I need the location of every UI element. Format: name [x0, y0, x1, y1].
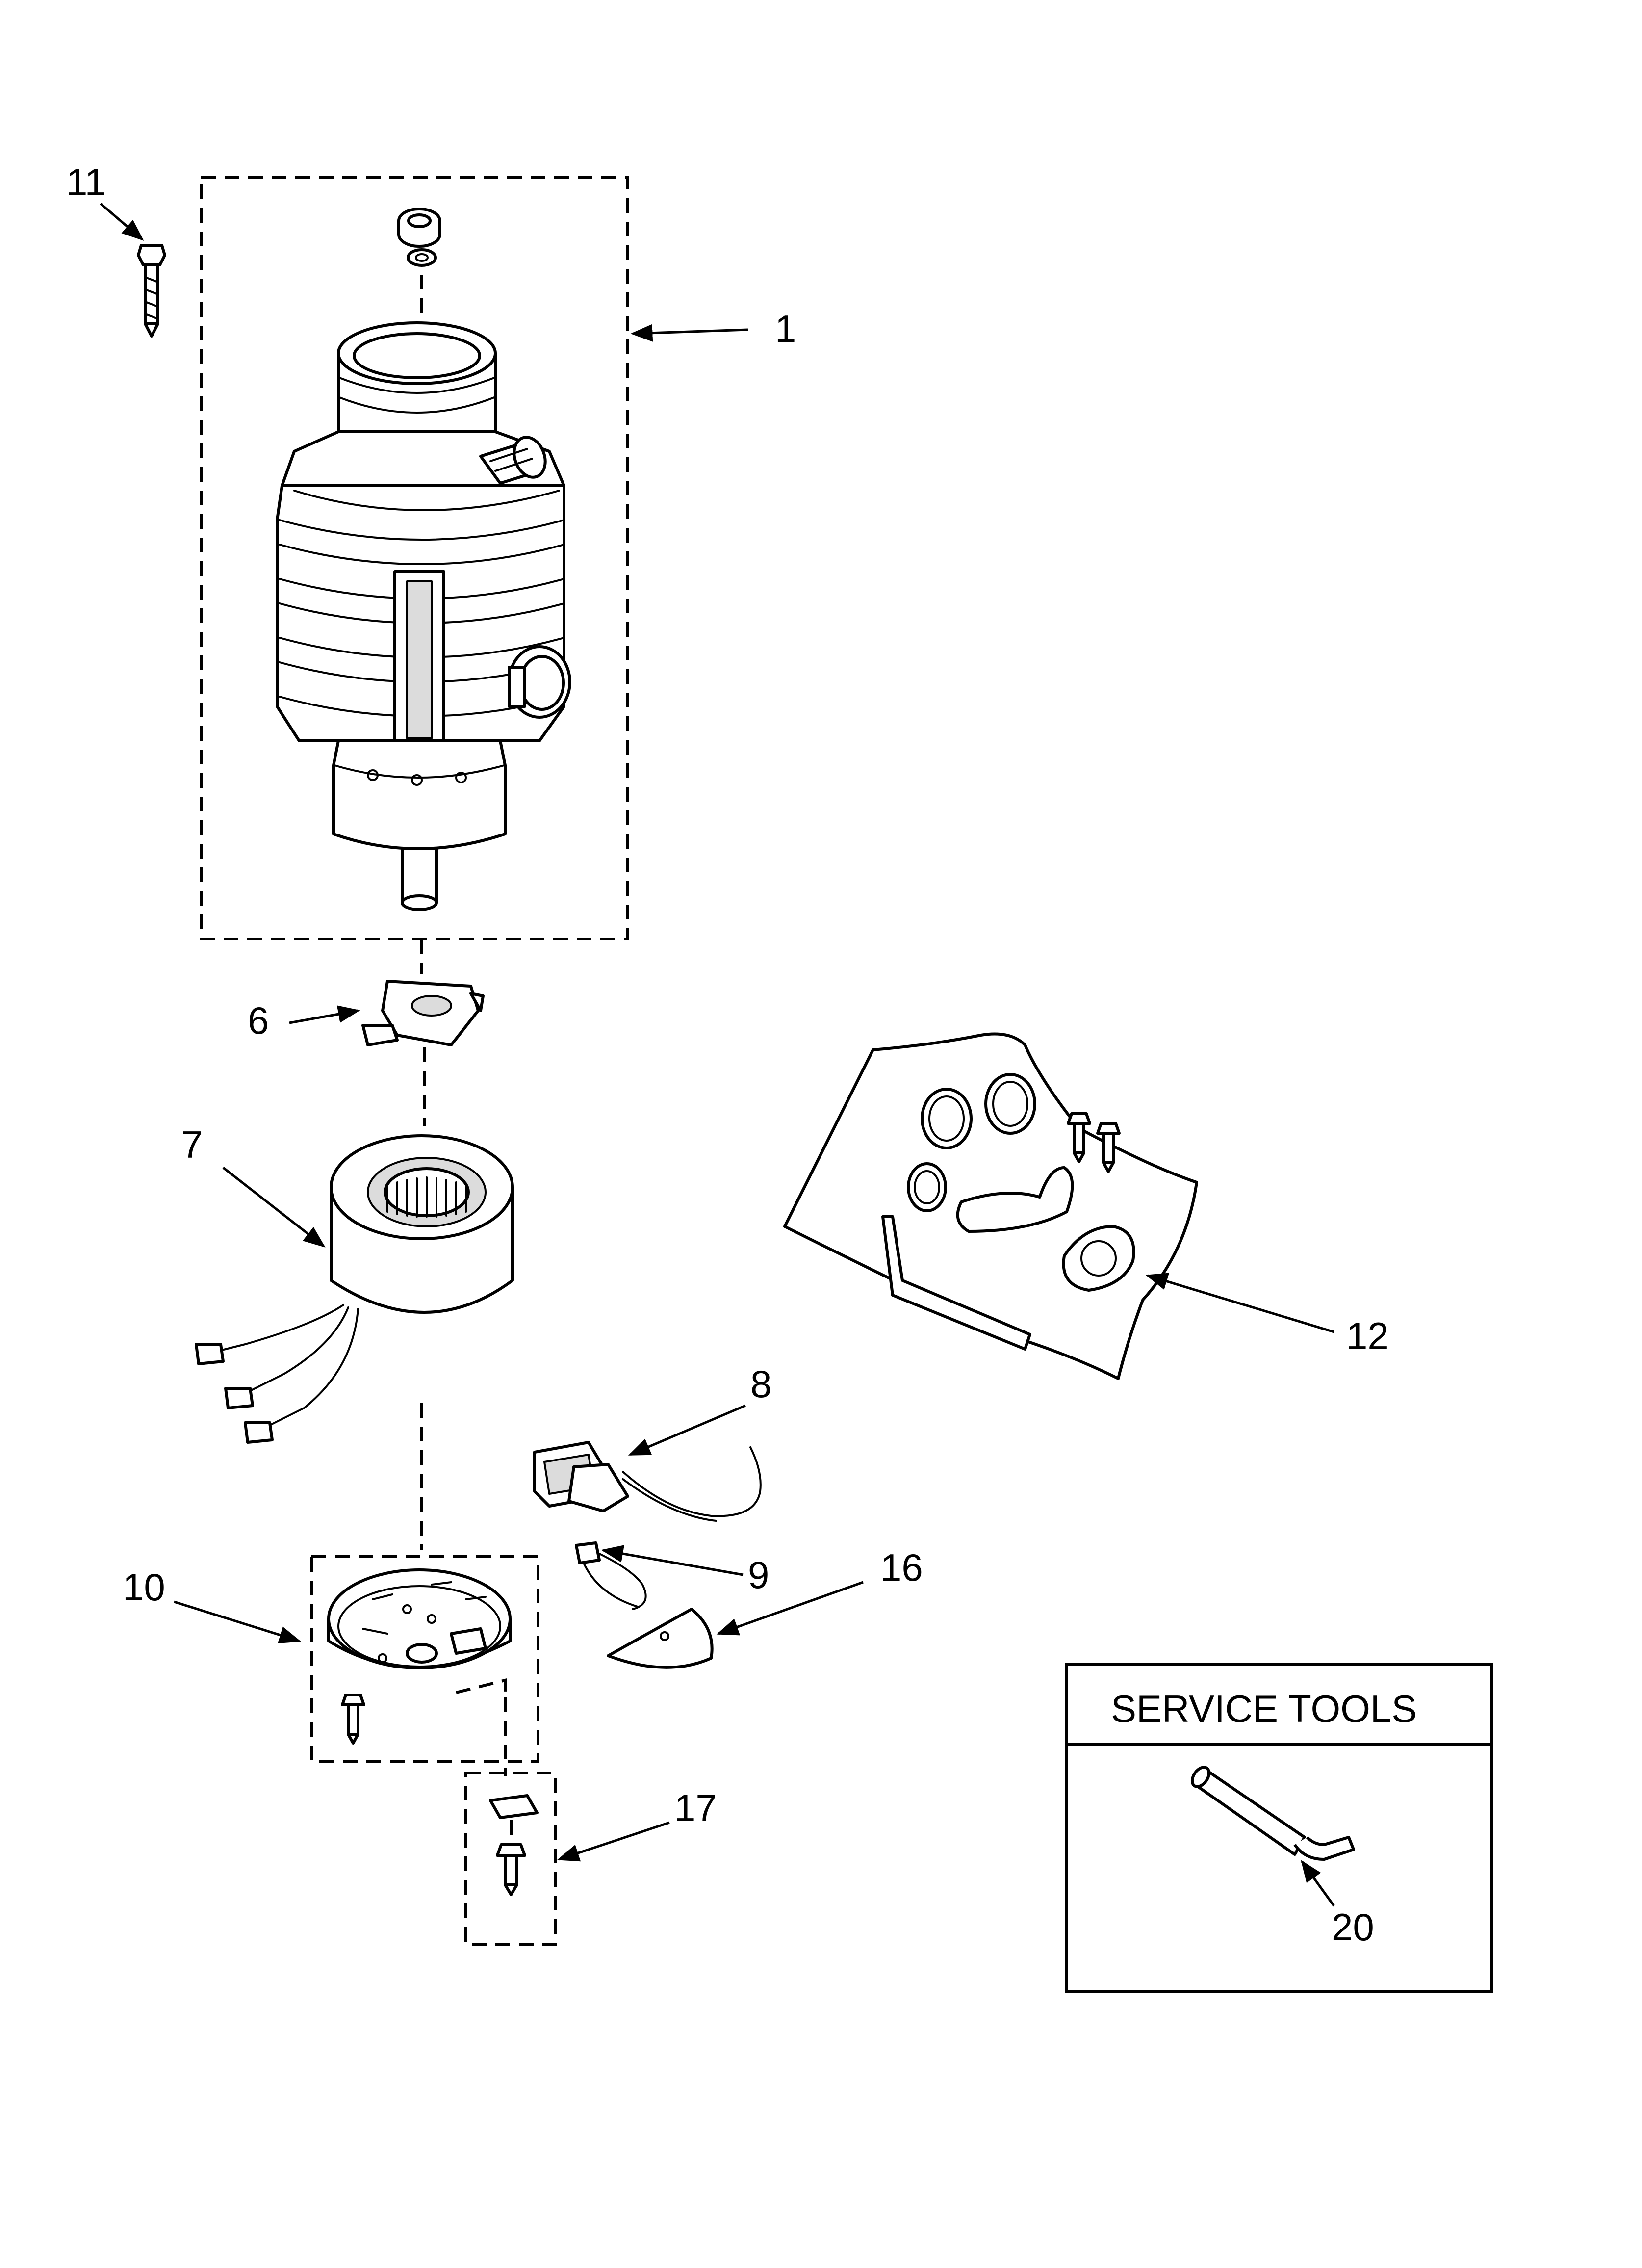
callout-12: 12 — [1145, 1273, 1389, 1357]
bag-screw-b — [1096, 1122, 1121, 1173]
callout-20: 20 — [1301, 1860, 1374, 1949]
callout-16: 16 — [716, 1546, 923, 1636]
callout-16-label: 16 — [880, 1546, 923, 1589]
callout-1: 1 — [630, 307, 796, 350]
part-1-grind-chamber[interactable] — [276, 208, 571, 911]
service-tools-panel: SERVICE TOOLS 20 — [1065, 1663, 1493, 1993]
callout-10: 10 — [123, 1565, 302, 1644]
part-17-assembly-box — [464, 1772, 557, 1946]
part-16-baffle[interactable] — [607, 1608, 714, 1669]
callout-8: 8 — [628, 1362, 771, 1456]
callout-20-label: 20 — [1332, 1905, 1374, 1949]
callout-6: 6 — [248, 999, 360, 1042]
part-17-pad-and-screw[interactable] — [489, 1794, 539, 1896]
part-10-assembly-box — [310, 1555, 539, 1763]
callout-11: 11 — [66, 160, 144, 241]
callout-12-label: 12 — [1346, 1314, 1389, 1357]
callout-7: 7 — [181, 1123, 326, 1248]
callout-17: 17 — [557, 1786, 717, 1862]
callout-6-label: 6 — [248, 999, 269, 1042]
service-tools-title: SERVICE TOOLS — [1111, 1687, 1417, 1730]
callout-11-label: 11 — [66, 160, 106, 204]
part-12-parts-bag[interactable] — [783, 1032, 1198, 1380]
part-1-assembly-box — [200, 176, 629, 940]
part-20-wrench-tool[interactable] — [1189, 1764, 1355, 1861]
part-10-end-frame[interactable] — [327, 1568, 512, 1745]
part-8-switch[interactable] — [533, 1441, 762, 1522]
callout-1-label: 1 — [775, 307, 796, 350]
callout-17-label: 17 — [674, 1786, 717, 1829]
part-10-screw — [341, 1694, 365, 1745]
callout-9-label: 9 — [748, 1553, 769, 1596]
part-7-stator[interactable] — [195, 1134, 514, 1444]
bag-screw-a — [1067, 1112, 1091, 1163]
part-6-clip[interactable] — [361, 980, 485, 1046]
callout-9: 9 — [601, 1545, 769, 1596]
callout-8-label: 8 — [750, 1362, 771, 1406]
callout-7-label: 7 — [181, 1123, 203, 1166]
callout-10-label: 10 — [123, 1565, 165, 1609]
part-9-connector[interactable] — [575, 1541, 647, 1610]
part-11-bolt[interactable] — [137, 244, 166, 338]
